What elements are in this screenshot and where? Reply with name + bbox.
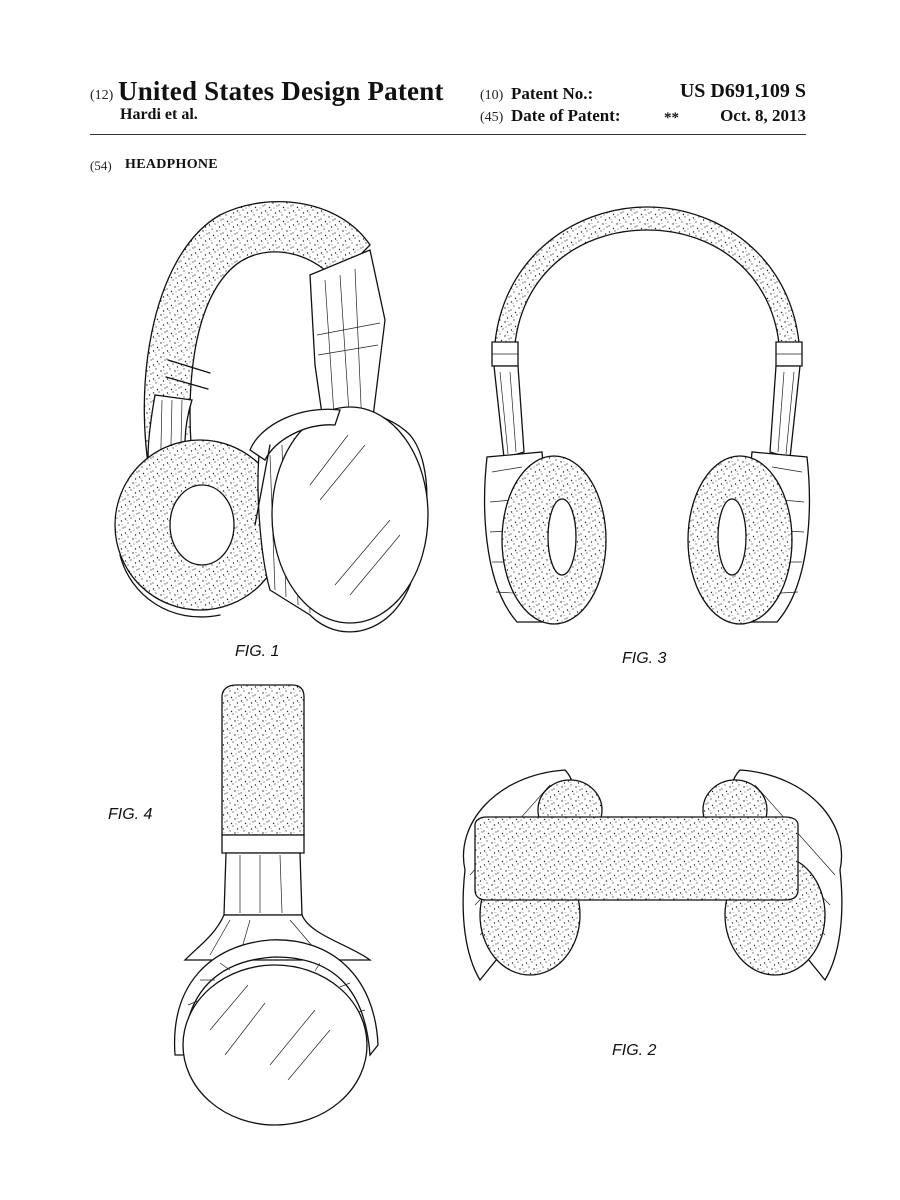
fig4-side-drawing <box>170 685 385 1125</box>
fig3-label: FIG. 3 <box>622 650 667 667</box>
doc-type-title: United States Design Patent <box>118 76 444 106</box>
date-code: (45) <box>480 110 504 125</box>
inventor-name: Hardi et al. <box>120 106 198 123</box>
fig2-top-drawing <box>455 765 850 990</box>
patent-number: US D691,109 S <box>679 80 806 102</box>
doc-type-code: (12) <box>90 88 114 103</box>
fig2-label: FIG. 2 <box>612 1042 657 1059</box>
date-of-patent: Oct. 8, 2013 <box>720 106 806 125</box>
design-title: HEADPHONE <box>125 157 218 172</box>
patent-no-code: (10) <box>480 88 504 103</box>
title-code: (54) <box>90 158 112 173</box>
fig4-label: FIG. 4 <box>108 806 153 823</box>
patent-no-label: Patent No.: <box>511 84 594 103</box>
fig3-front-drawing <box>482 202 812 632</box>
date-of-patent-label: Date of Patent: <box>511 106 621 125</box>
header-rule <box>90 134 806 136</box>
fig1-perspective-drawing <box>110 195 430 645</box>
fig1-label: FIG. 1 <box>235 643 280 660</box>
reissue-stars: ** <box>664 110 679 126</box>
